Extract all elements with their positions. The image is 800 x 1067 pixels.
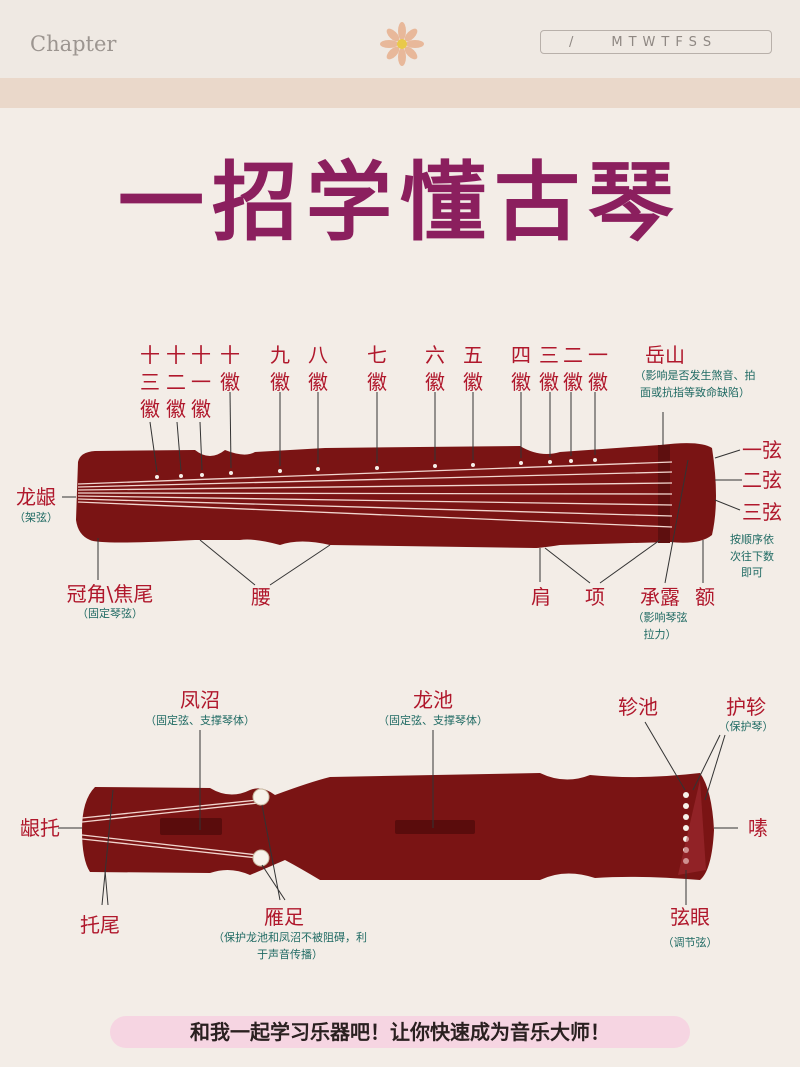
footer-banner: 和我一起学习乐器吧！让你快速成为音乐大师！ bbox=[110, 1016, 690, 1048]
yao-label: 腰 bbox=[251, 585, 271, 609]
header-band bbox=[0, 78, 800, 108]
hui-6-label: 六徽 bbox=[425, 343, 445, 394]
e-label: 额 bbox=[695, 585, 715, 609]
yanzu-note: （保护龙池和凤沼不被阻碍，利于声音传播） bbox=[213, 931, 367, 961]
guqin-top-body bbox=[76, 443, 716, 548]
guanjiao-note: （固定琴弦） bbox=[77, 607, 143, 620]
guanjiao-label: 冠角\焦尾 bbox=[66, 582, 154, 606]
string-note: 按顺序依次往下数即可 bbox=[730, 533, 774, 579]
string-3-label: 三弦 bbox=[742, 500, 782, 524]
yueshan-label: 岳山 bbox=[645, 343, 685, 367]
header-bar bbox=[0, 0, 800, 78]
hui-9-label: 九徽 bbox=[270, 343, 290, 394]
hui-2-label: 二徽 bbox=[563, 343, 583, 394]
yanzu-label: 雁足 bbox=[264, 905, 304, 929]
hui-dots bbox=[155, 458, 597, 479]
hui-11-label: 十一徽 bbox=[191, 343, 211, 421]
hui-13-label: 十三徽 bbox=[140, 343, 160, 421]
xiang-label: 项 bbox=[585, 585, 605, 609]
weekday-box: / MTWTFSS bbox=[540, 30, 772, 54]
tuowei-label: 托尾 bbox=[80, 913, 120, 937]
longchi-note: （固定弦、支撑琴体） bbox=[378, 714, 488, 727]
hui-7-label: 七徽 bbox=[367, 343, 387, 394]
hui-1-label: 一徽 bbox=[588, 343, 608, 394]
zhenchi-label: 轸池 bbox=[618, 695, 658, 719]
longchi-label: 龙池 bbox=[413, 688, 453, 712]
weekday-letters: MTWTFSS bbox=[611, 34, 718, 50]
chapter-label: Chapter bbox=[30, 32, 117, 56]
hui-4-label: 四徽 bbox=[511, 343, 531, 394]
string-2-label: 二弦 bbox=[742, 468, 782, 492]
xianyan-note: （调节弦） bbox=[662, 936, 718, 949]
page-title: 一招学懂古琴 bbox=[118, 153, 682, 253]
hui-8-label: 八徽 bbox=[308, 343, 328, 394]
hui-3-label: 三徽 bbox=[539, 343, 559, 394]
hui-10-label: 十徽 bbox=[220, 343, 240, 394]
yintuo-label: 龈托 bbox=[20, 816, 60, 840]
flower-icon bbox=[380, 22, 424, 66]
hui-5-label: 五徽 bbox=[463, 343, 483, 394]
huzhen-label: 护轸 bbox=[726, 695, 766, 719]
fengzhao-note: （固定弦、支撑琴体） bbox=[145, 714, 255, 727]
bottom-leader-lines bbox=[58, 721, 738, 906]
xianyan-label: 弦眼 bbox=[670, 905, 710, 929]
string-1-label: 一弦 bbox=[742, 438, 782, 462]
chenglu-note: （影响琴弦拉力） bbox=[632, 611, 688, 641]
jian-label: 肩 bbox=[531, 585, 551, 609]
hui-12-label: 十二徽 bbox=[166, 343, 186, 421]
top-leader-lines bbox=[62, 391, 742, 586]
longyin-note: （架弦） bbox=[14, 511, 58, 524]
huzhen-note: （保护琴） bbox=[718, 720, 774, 733]
longyin-label: 龙龈 bbox=[16, 485, 56, 509]
date-slash: / bbox=[569, 34, 580, 50]
yueshan-note: （影响是否发生煞音、拍面或抗指等致命缺陷） bbox=[634, 369, 756, 399]
chenglu-label: 承露 bbox=[640, 585, 680, 609]
su-label: 嗉 bbox=[748, 816, 768, 840]
fengzhao-label: 凤沼 bbox=[180, 688, 220, 712]
